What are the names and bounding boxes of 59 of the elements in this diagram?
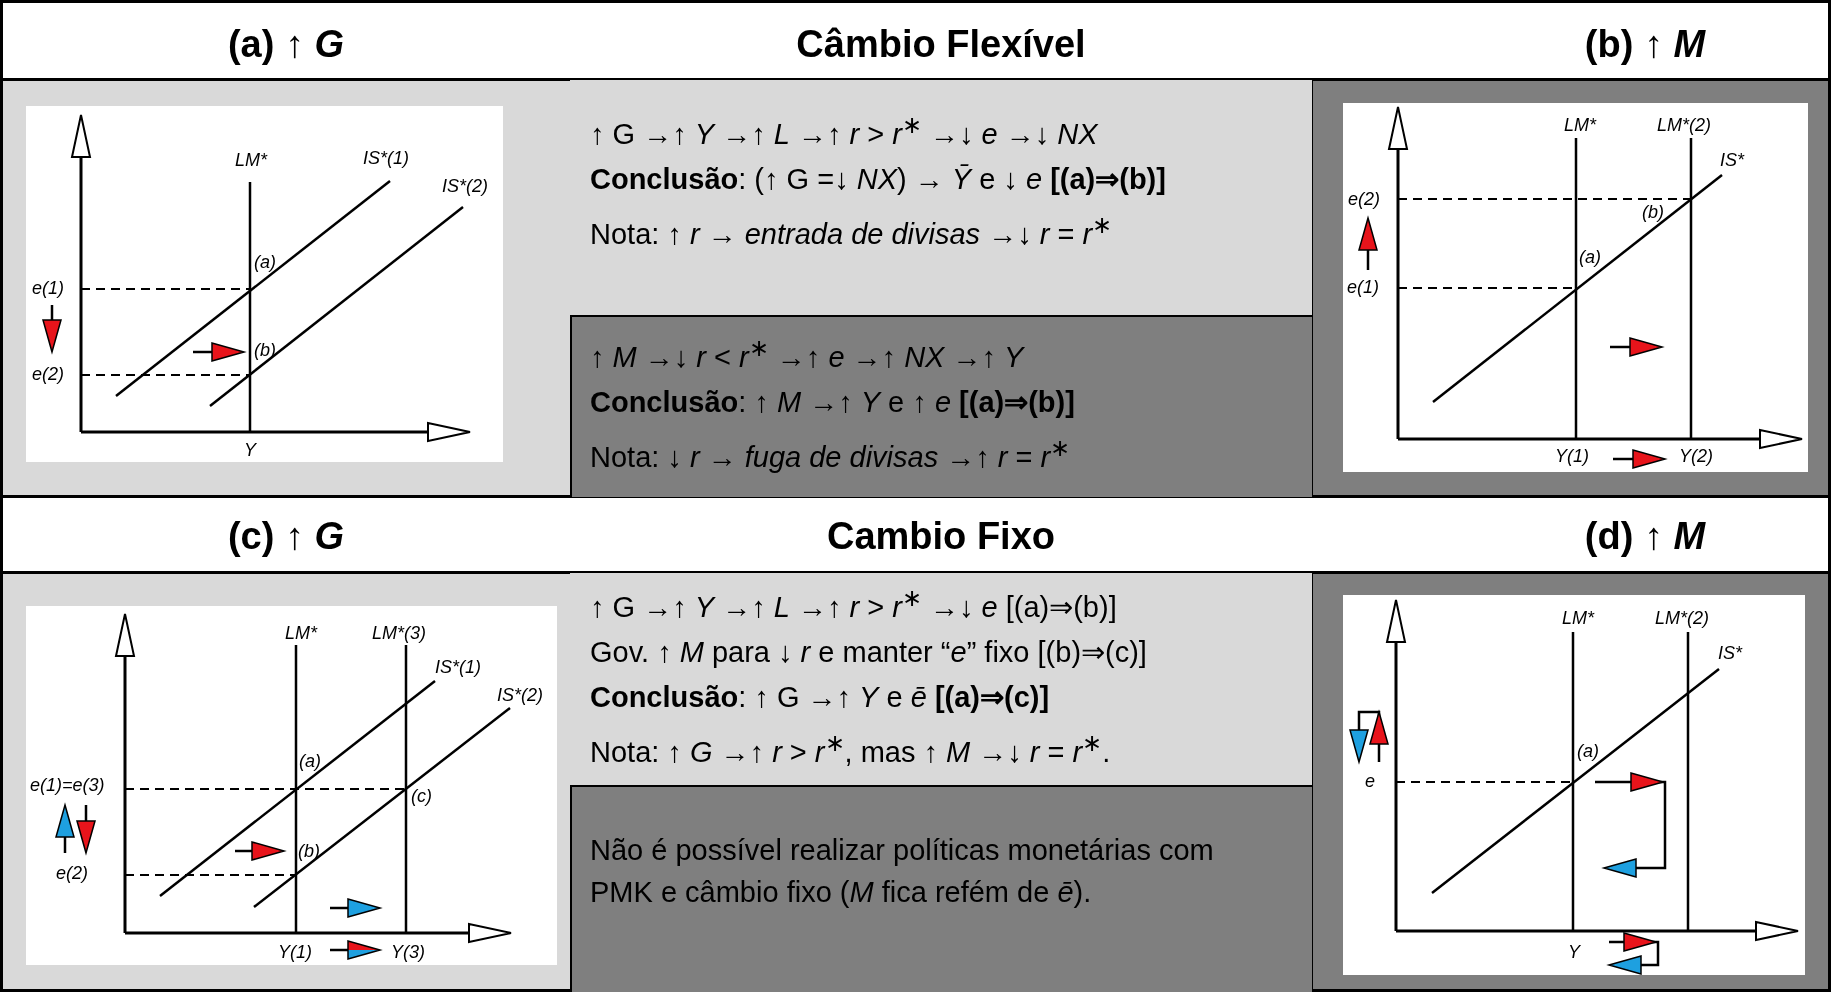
axis-label: e(1) xyxy=(1347,277,1379,297)
point-label: (b) xyxy=(1642,202,1664,222)
point-label: (a) xyxy=(254,252,276,272)
axis-label: e(2) xyxy=(1348,189,1380,209)
text-line: ↑ M →↓ r < r$^{∗}$ →↑ e →↑ NX →↑ Y xyxy=(590,333,1026,375)
curve-label: IS*(1) xyxy=(363,148,409,168)
curve-label: IS* xyxy=(1720,150,1744,170)
text-line: Gov. ↑ M para ↓ r e manter “e” fixo [(b)⇒(c)] xyxy=(590,634,1148,670)
text-line: Não é possível realizar políticas monetárias com PMK e câmbio fixo (M fica refém de ē). xyxy=(590,833,1215,910)
text-line: Nota: ↓ r → fuga de divisas →↑ r = r$^{∗}$ xyxy=(590,432,1072,475)
panel-heading: (a) ↑ G xyxy=(227,22,345,66)
point-label: (a) xyxy=(299,751,321,771)
panel-heading: (d) ↑ M xyxy=(1584,514,1706,558)
curve-label: IS*(2) xyxy=(442,176,488,196)
axis-label: e(1) xyxy=(32,278,64,298)
text-line: Nota: ↑ r → entrada de divisas →↓ r = r$^{∗}$ xyxy=(590,209,1114,252)
curve-label: LM* xyxy=(1564,115,1596,135)
point-label: (b) xyxy=(298,841,320,861)
chart-panel xyxy=(1343,103,1808,472)
text-line: Conclusão: (↑ G =↓ NX) → Ȳ e ↓ e [(a)⇒(b)] xyxy=(590,161,1167,197)
panel-heading: (c) ↑ G xyxy=(227,514,345,558)
section-title: Cambio Fixo xyxy=(827,514,1055,558)
chart-panel xyxy=(26,606,557,965)
text-line: Conclusão: ↑ G →↑ Y e ē [(a)⇒(c)] xyxy=(590,679,1051,715)
curve-label: LM*(2) xyxy=(1657,115,1711,135)
text-line: ↑ G →↑ Y →↑ L →↑ r > r$^{∗}$ →↓ e →↓ NX xyxy=(590,110,1099,152)
curve-label: LM* xyxy=(285,623,317,643)
panel-heading: (b) ↑ M xyxy=(1584,22,1706,66)
text-line: ↑ G →↑ Y →↑ L →↑ r > r$^{∗}$ →↓ e [(a)⇒(b)] xyxy=(590,583,1118,625)
text-panel xyxy=(570,785,1312,992)
axis-label: Y xyxy=(244,440,256,460)
axis-label: e(2) xyxy=(56,863,88,883)
point-label: (a) xyxy=(1579,247,1601,267)
curve-label: LM*(3) xyxy=(372,623,426,643)
curve-label: LM* xyxy=(1562,608,1594,628)
curve-label: IS* xyxy=(1718,643,1742,663)
curve-label: IS*(1) xyxy=(435,657,481,677)
point-label: (a) xyxy=(1577,741,1599,761)
axis-label: Y(1) xyxy=(278,942,312,962)
text-panel xyxy=(570,315,1312,497)
axis-label: Y(3) xyxy=(391,942,425,962)
axis-label: e xyxy=(1365,771,1375,791)
chart-panel xyxy=(26,106,503,462)
point-label: (c) xyxy=(411,786,432,806)
point-label: (b) xyxy=(254,340,276,360)
axis-label: e(1)=e(3) xyxy=(30,775,105,795)
curve-label: LM*(2) xyxy=(1655,608,1709,628)
axis-label: Y(1) xyxy=(1555,446,1589,466)
section-title: Câmbio Flexível xyxy=(796,22,1086,66)
curve-label: LM* xyxy=(235,150,267,170)
axis-label: Y xyxy=(1568,942,1580,962)
text-line: Nota: ↑ G →↑ r > r$^{∗}$, mas ↑ M →↓ r = r$^{∗}$. xyxy=(590,727,1112,770)
text-line: Conclusão: ↑ M →↑ Y e ↑ e [(a)⇒(b)] xyxy=(590,384,1076,420)
axis-label: Y(2) xyxy=(1679,446,1713,466)
curve-label: IS*(2) xyxy=(497,685,543,705)
axis-label: e(2) xyxy=(32,364,64,384)
text-panel xyxy=(570,80,1312,315)
text-panel xyxy=(570,573,1312,785)
chart-panel xyxy=(1343,595,1805,975)
